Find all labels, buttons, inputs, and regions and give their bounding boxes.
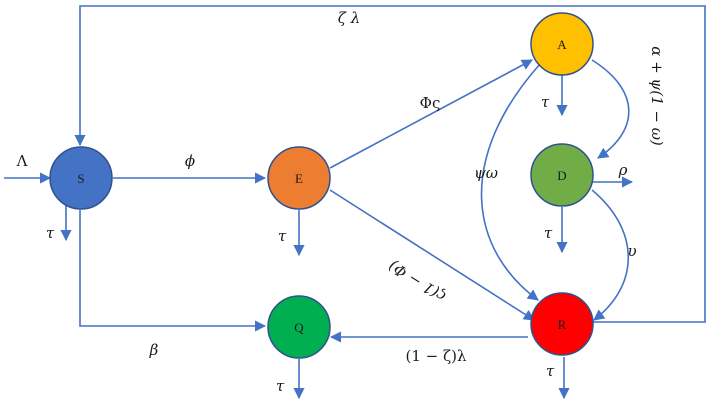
edges xyxy=(4,5,706,400)
node-d: D xyxy=(530,143,594,207)
label-death-r: τ xyxy=(546,362,555,380)
arrow-a-to-d xyxy=(591,59,630,159)
label-d-to-r: υ xyxy=(627,242,636,260)
label-e-to-a: Φς xyxy=(420,94,441,112)
node-e: E xyxy=(267,146,331,210)
nodes: S E A D R Q xyxy=(49,12,594,359)
label-e-to-r: ς(1 − Φ) xyxy=(385,257,449,306)
node-a: A xyxy=(530,12,594,76)
label-s-to-e: ϕ xyxy=(185,152,195,170)
node-d-label: D xyxy=(557,168,566,183)
arrow-d-to-r xyxy=(591,189,630,321)
arrow-r-to-s xyxy=(74,5,706,323)
label-d-out: ρ xyxy=(618,161,628,179)
node-q-circle xyxy=(267,295,331,359)
node-r: R xyxy=(530,292,594,356)
arrow-a-to-r xyxy=(480,63,541,301)
label-r-to-q: (1 − ζ)λ xyxy=(406,347,467,365)
arrow-e-to-r xyxy=(329,189,535,321)
node-r-circle xyxy=(530,292,594,356)
node-e-circle xyxy=(267,146,331,210)
label-death-d: τ xyxy=(544,224,553,242)
label-a-to-d: α + ψ(1 − ω) xyxy=(648,46,666,146)
node-a-circle xyxy=(530,12,594,76)
node-e-label: E xyxy=(295,171,303,186)
node-s-circle xyxy=(49,146,113,210)
node-d-circle xyxy=(530,143,594,207)
node-s-label: S xyxy=(77,171,84,186)
label-r-to-s: ζ λ xyxy=(338,9,360,27)
node-q: Q xyxy=(267,295,331,359)
node-q-label: Q xyxy=(294,320,304,335)
arrow-s-to-q xyxy=(79,210,267,332)
label-recruitment: Λ xyxy=(16,152,28,170)
label-a-to-r: ψω xyxy=(474,164,498,182)
arrow-e-to-a xyxy=(329,59,533,169)
label-death-q: τ xyxy=(276,377,285,395)
node-a-label: A xyxy=(557,37,567,52)
label-death-e: τ xyxy=(278,227,287,245)
label-s-to-q: β xyxy=(149,341,159,359)
label-death-a: τ xyxy=(541,93,550,111)
label-death-s: τ xyxy=(46,224,55,242)
node-r-label: R xyxy=(558,317,567,332)
node-s: S xyxy=(49,146,113,210)
